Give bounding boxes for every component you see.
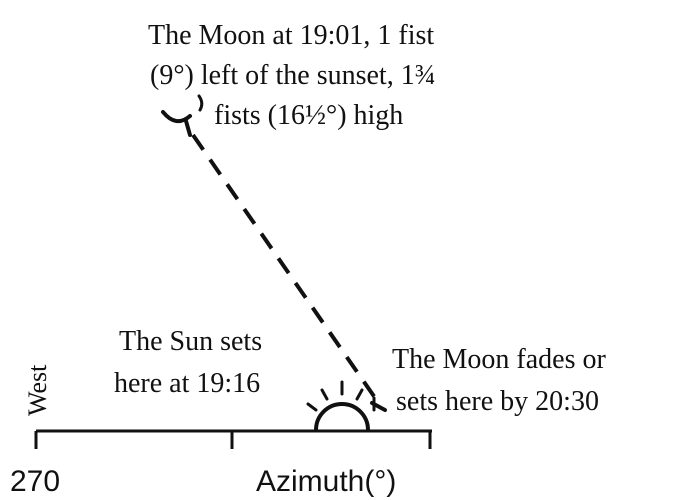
sun-caption-line-2: here at 19:16 xyxy=(114,368,260,399)
moonset-caption-line-2: sets here by 20:30 xyxy=(396,386,599,417)
axis-title: Azimuth(°) xyxy=(256,465,396,498)
sun-caption: The Sun sets here at 19:16 xyxy=(114,326,262,399)
moon-caption: The Moon at 19:01, 1 fist (9°) left of t… xyxy=(148,20,436,131)
setting-sun-icon xyxy=(306,380,370,431)
moon-caption-line-1: The Moon at 19:01, 1 fist xyxy=(148,20,434,51)
moonset-caption: The Moon fades or sets here by 20:30 xyxy=(392,344,607,417)
moonset-caption-line-1: The Moon fades or xyxy=(392,344,607,375)
azimuth-axis: West 270 Azimuth(°) xyxy=(10,364,432,498)
moon-crescent-icon xyxy=(161,94,204,137)
moonset-marker xyxy=(370,396,387,412)
axis-tick-label-270: 270 xyxy=(10,465,60,498)
sun-caption-line-1: The Sun sets xyxy=(119,326,262,357)
moon-caption-line-2: (9°) left of the sunset, 1¾ xyxy=(150,60,436,91)
west-label: West xyxy=(23,364,52,416)
moon-caption-line-3: fists (16½°) high xyxy=(214,100,403,131)
moon-path-line xyxy=(191,133,382,407)
